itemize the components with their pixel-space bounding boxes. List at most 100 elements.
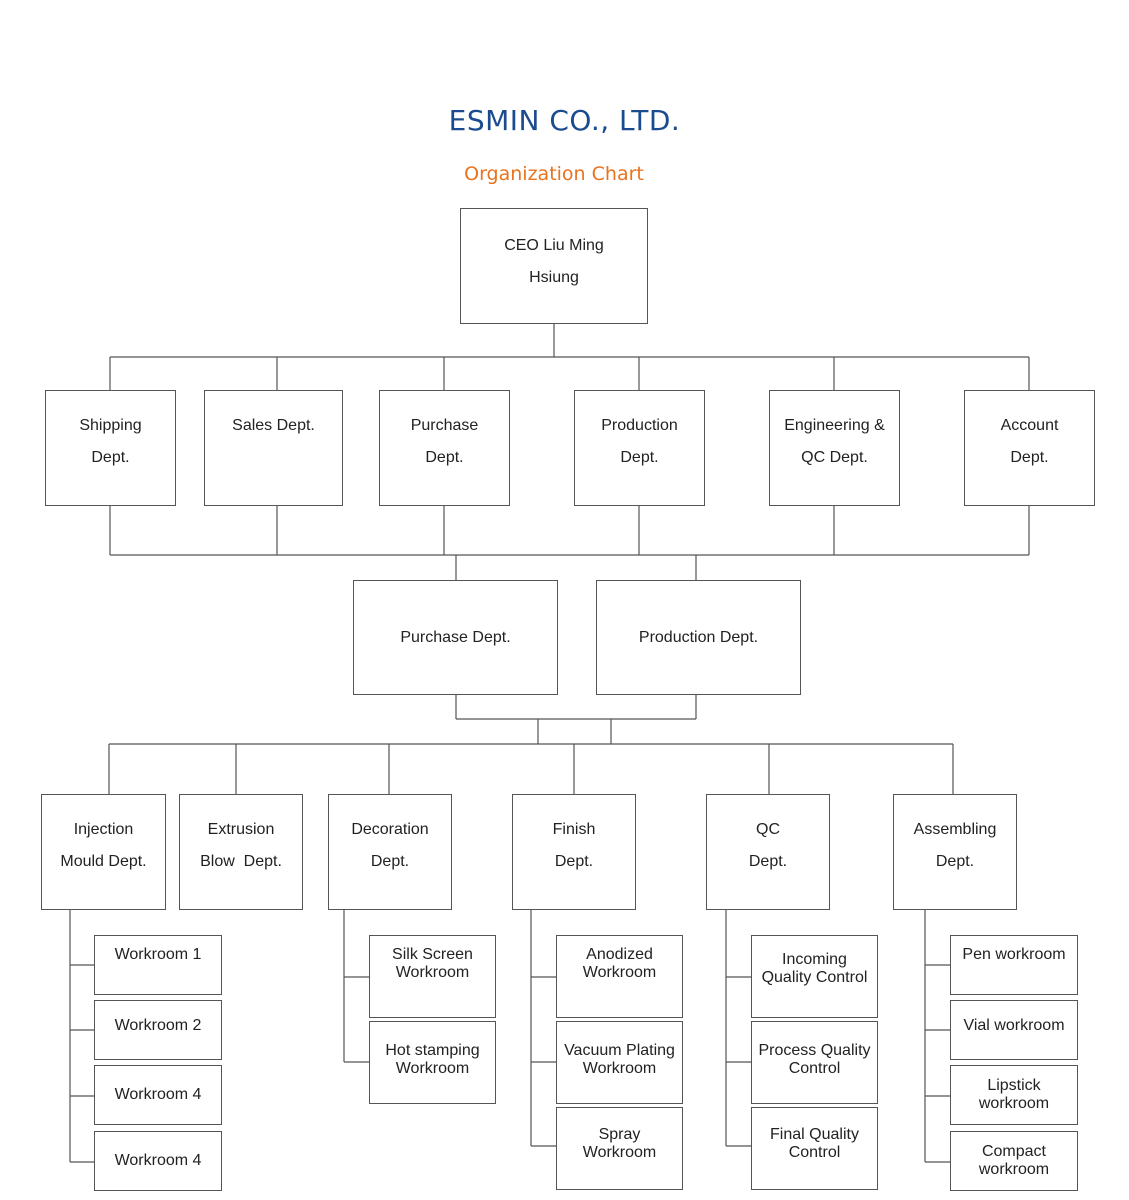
dept-label-line-1: Decoration [351, 821, 429, 838]
dept-label-line-1: Account [1000, 417, 1059, 434]
workroom-injection-2: Workroom 2 [94, 1000, 222, 1060]
chart-subtitle: Organization Chart [464, 163, 644, 185]
dept-label-line-2: Dept. [370, 853, 410, 870]
workroom-label-line-2: Control [788, 1144, 841, 1161]
dept-label-line-2: Dept. [91, 449, 130, 466]
workroom-label: Spray Workroom [583, 1126, 657, 1162]
workroom-label-line-2: Control [788, 1060, 841, 1077]
connector-finish-workrooms [530, 909, 556, 1147]
dept-finish: Finish Dept. [512, 794, 636, 910]
workroom-label: Anodized Workroom [583, 946, 657, 982]
workroom-label: Pen workroom [962, 946, 1066, 963]
connector-level1-rises [109, 505, 1030, 555]
workroom-final-qc: Final Quality Control [751, 1107, 878, 1190]
workroom-label-line-1: Silk Screen [392, 946, 473, 963]
dept-extrusion-blow: Extrusion Blow Dept. [179, 794, 303, 910]
dept-production: Production Dept. [574, 390, 705, 506]
workroom-label: Silk Screen Workroom [392, 946, 473, 982]
ceo-line-1: CEO Liu Ming [504, 237, 604, 254]
dept-label-line-1: Purchase [410, 417, 479, 434]
connector-assembling-workrooms [924, 909, 950, 1163]
workroom-anodized: Anodized Workroom [556, 935, 683, 1018]
connector-injection-workrooms [69, 909, 94, 1163]
workroom-label-line-2: workroom [978, 1161, 1050, 1178]
dept-label-line-1: Production [601, 417, 678, 434]
dept-assembling: Assembling Dept. [893, 794, 1017, 910]
dept-label-line-1: Sales Dept. [232, 417, 315, 434]
workroom-label: Final Quality Control [770, 1126, 859, 1162]
workroom-injection-1: Workroom 1 [94, 935, 222, 995]
workroom-label: Process Quality Control [758, 1042, 870, 1078]
workroom-label-line-1: Process Quality [758, 1042, 871, 1059]
workroom-label: Workroom 4 [114, 1152, 202, 1169]
workroom-hot-stamping: Hot stamping Workroom [369, 1021, 496, 1104]
connector-level2-rises [455, 695, 697, 719]
workroom-label-line-2: workroom [978, 1095, 1050, 1112]
dept-label-line-1: Finish [552, 821, 596, 838]
dept-label-line-2: Dept. [554, 853, 594, 870]
connector-level1-drops [109, 357, 1030, 390]
dept-injection-mould: Injection Mould Dept. [41, 794, 166, 910]
dept-purchase-main: Purchase Dept. [353, 580, 558, 695]
workroom-lipstick: Lipstick workroom [950, 1065, 1078, 1125]
dept-production-main: Production Dept. [596, 580, 801, 695]
workroom-label-line-1: Final Quality [770, 1126, 859, 1143]
dept-label-line-2: Blow Dept. [200, 853, 282, 870]
dept-label-line-2: Dept. [620, 449, 659, 466]
workroom-label-line-2: Workroom [582, 964, 657, 981]
dept-label-line-1: QC [756, 821, 780, 838]
dept-shipping: Shipping Dept. [45, 390, 176, 506]
workroom-label-line-1: Lipstick [987, 1077, 1041, 1094]
dept-account: Account Dept. [964, 390, 1095, 506]
dept-label-line-2: Dept. [935, 853, 975, 870]
workroom-label: Compact workroom [979, 1143, 1049, 1179]
connector-level2-link [537, 719, 612, 744]
workroom-label: Workroom 4 [114, 1086, 202, 1103]
workroom-injection-3: Workroom 4 [94, 1065, 222, 1125]
workroom-label: Incoming Quality Control [762, 951, 868, 987]
workroom-label: Hot stamping Workroom [385, 1042, 479, 1078]
workroom-process-qc: Process Quality Control [751, 1021, 878, 1104]
workroom-label-line-1: Vacuum Plating [564, 1042, 675, 1059]
workroom-label-line-2: Workroom [395, 964, 470, 981]
workroom-label: Vial workroom [963, 1017, 1065, 1034]
dept-sales: Sales Dept. [204, 390, 343, 506]
dept-label-line-1: Shipping [79, 417, 142, 434]
workroom-label-line-2: Workroom [582, 1144, 657, 1161]
connector-group [69, 324, 1030, 1163]
connector-level3-drops [108, 744, 954, 794]
dept-label-line-2: Dept. [748, 853, 788, 870]
workroom-label-line-1: Compact [981, 1143, 1046, 1160]
dept-label-line-2: Dept. [1010, 449, 1049, 466]
workroom-label-line-2: Quality Control [761, 969, 868, 986]
ceo-box: CEO Liu Ming Hsiung [460, 208, 648, 324]
workroom-label-line-2: Workroom [582, 1060, 657, 1077]
workroom-spray: Spray Workroom [556, 1107, 683, 1190]
company-title: ESMIN CO., LTD. [448, 104, 681, 137]
dept-qc: QC Dept. [706, 794, 830, 910]
dept-label-line-1: Engineering & [784, 417, 885, 434]
dept-purchase: Purchase Dept. [379, 390, 510, 506]
workroom-silk-screen: Silk Screen Workroom [369, 935, 496, 1018]
workroom-label-line-1: Hot stamping [385, 1042, 480, 1059]
workroom-label: Lipstick workroom [979, 1077, 1049, 1113]
workroom-label: Vacuum Plating Workroom [564, 1042, 675, 1078]
dept-label: Production Dept. [638, 628, 759, 646]
dept-label-line-2: Dept. [425, 449, 464, 466]
workroom-label: Workroom 2 [114, 1017, 202, 1034]
dept-engineering-qc: Engineering & QC Dept. [769, 390, 900, 506]
ceo-line-2: Hsiung [529, 269, 579, 286]
dept-label: Purchase Dept. [400, 628, 511, 646]
dept-label-line-2: QC Dept. [801, 449, 868, 466]
dept-decoration: Decoration Dept. [328, 794, 452, 910]
workroom-vial: Vial workroom [950, 1000, 1078, 1060]
workroom-compact: Compact workroom [950, 1131, 1078, 1191]
dept-label-line-1: Injection [73, 821, 134, 838]
connector-level2-drops [455, 555, 697, 580]
workroom-label-line-1: Incoming [782, 951, 847, 968]
workroom-injection-4: Workroom 4 [94, 1131, 222, 1191]
workroom-label-line-1: Anodized [586, 946, 653, 963]
workroom-incoming-qc: Incoming Quality Control [751, 935, 878, 1018]
workroom-vacuum-plating: Vacuum Plating Workroom [556, 1021, 683, 1104]
